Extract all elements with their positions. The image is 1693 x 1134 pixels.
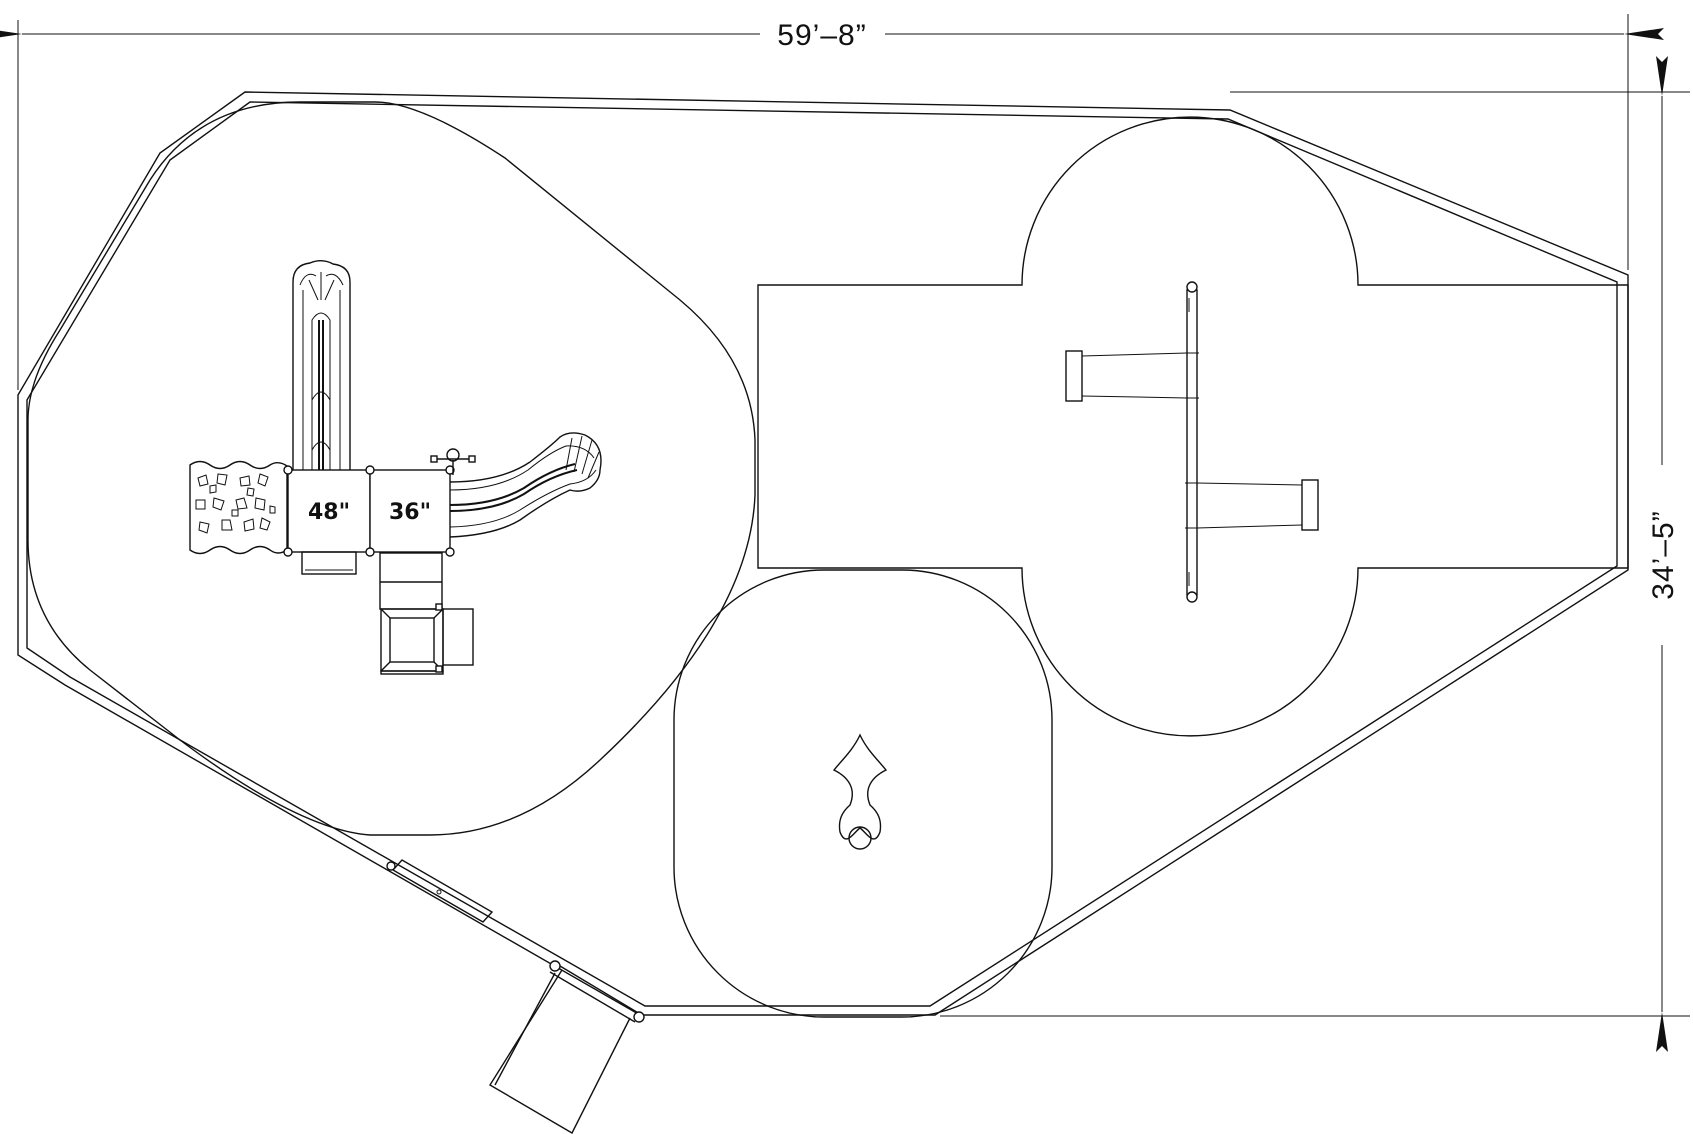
swing-set	[1065, 281, 1319, 603]
swing-use-zone	[757, 116, 1629, 737]
height-dimension-label: 34’–5”	[1647, 510, 1680, 599]
play-structure: 48" 36"	[189, 260, 602, 675]
deck-48-label: 48"	[308, 500, 350, 525]
step-platform-upper	[379, 552, 443, 610]
rock-climbing-wall	[189, 460, 288, 555]
swing-seat-left	[1065, 350, 1083, 402]
site-border	[17, 91, 1629, 1016]
width-dimension-label: 59’–8”	[777, 19, 866, 52]
deck-36	[369, 469, 451, 553]
swing-seat-right	[1301, 479, 1319, 531]
deck-36-label: 36"	[389, 500, 431, 525]
entry-gate	[386, 859, 494, 923]
spring-rider-use-zone	[673, 569, 1053, 1018]
step-platform-side	[442, 608, 474, 666]
dimension-height: 34’–5”	[940, 56, 1690, 1052]
dimension-width: 59’–8”	[0, 14, 1664, 390]
play-structure-use-zone	[27, 101, 756, 836]
curved-slide	[449, 432, 602, 538]
deck-step	[301, 551, 357, 575]
straight-slide	[292, 260, 351, 470]
spring-rider	[832, 733, 888, 850]
deck-48	[287, 469, 371, 553]
entry-ramp	[489, 960, 645, 1134]
steering-wheel	[430, 448, 476, 475]
